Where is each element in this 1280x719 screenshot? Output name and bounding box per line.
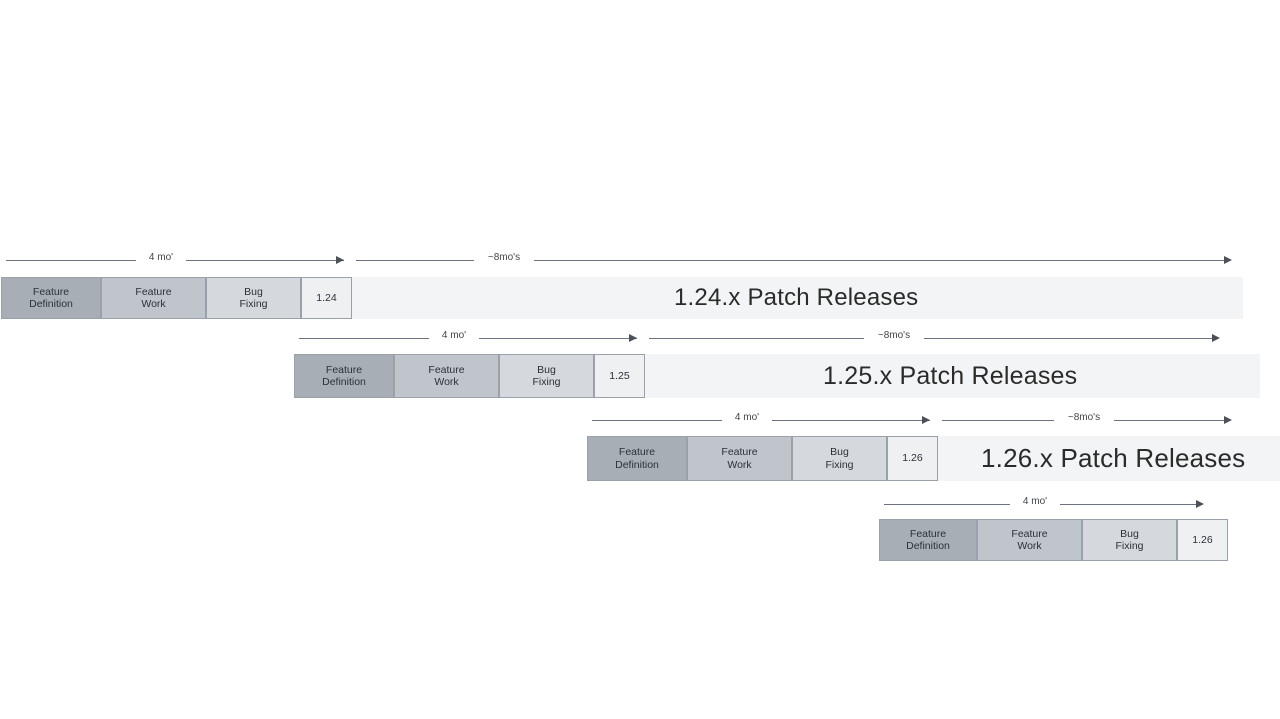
dev-duration-label-1-24: 4 mo' [148, 252, 174, 263]
dev-duration-arrow-1-25: 4 mo' [299, 328, 645, 350]
phase-label-line2: Fixing [1115, 540, 1144, 552]
dev-duration-label-1-26-next: 4 mo' [1022, 496, 1048, 507]
dev-duration-label-1-26: 4 mo' [734, 412, 760, 423]
dev-duration-arrow-1-24: 4 mo' [6, 250, 352, 272]
phase-row-1-26: Feature Definition Feature Work Bug Fixi… [587, 436, 938, 481]
phase-feature-work-1-26[interactable]: Feature Work [687, 436, 792, 481]
phase-feature-work-1-25[interactable]: Feature Work [394, 354, 499, 398]
version-box-1-24[interactable]: 1.24 [301, 277, 352, 319]
phase-label-line2: Definition [29, 298, 73, 310]
phase-label-line1: Feature [618, 446, 656, 458]
phase-label-line1: Feature [325, 363, 363, 376]
phase-label-line1: Bug [537, 363, 556, 376]
phase-label-line1: Feature [135, 285, 172, 298]
patch-band-1-26: 1.26.x Patch Releases [937, 436, 1280, 481]
phase-label-line1: Bug [830, 446, 849, 458]
phase-label-line1: Feature [721, 446, 758, 458]
version-label: 1.26 [902, 452, 923, 465]
patch-duration-arrow-1-24: ~8mo's [356, 250, 1236, 272]
phase-label-line2: Fixing [239, 298, 268, 310]
phase-label-line2: Fixing [825, 458, 854, 471]
patch-band-label-1-25: 1.25.x Patch Releases [823, 361, 1078, 390]
phase-label-line2: Work [1017, 540, 1042, 552]
dev-duration-arrow-1-26-next: 4 mo' [884, 494, 1209, 516]
patch-band-label-1-24: 1.24.x Patch Releases [674, 284, 919, 311]
phase-row-1-26-next: Feature Definition Feature Work Bug Fixi… [879, 519, 1228, 561]
dev-duration-arrow-1-26: 4 mo' [592, 410, 938, 432]
patch-duration-label-1-24: ~8mo's [487, 252, 521, 263]
phase-bug-fixing-1-26[interactable]: Bug Fixing [792, 436, 887, 481]
phase-feature-work-1-26-next[interactable]: Feature Work [977, 519, 1082, 561]
phase-bug-fixing-1-26-next[interactable]: Bug Fixing [1082, 519, 1177, 561]
phase-feature-definition-1-24[interactable]: Feature Definition [1, 277, 101, 319]
phase-label-line2: Fixing [532, 376, 561, 388]
patch-band-1-25: 1.25.x Patch Releases [645, 354, 1260, 398]
phase-label-line1: Feature [428, 363, 465, 376]
version-box-1-26[interactable]: 1.26 [887, 436, 938, 481]
phase-feature-definition-1-25[interactable]: Feature Definition [294, 354, 394, 398]
phase-row-1-24: Feature Definition Feature Work Bug Fixi… [1, 277, 352, 319]
version-label: 1.25 [609, 369, 630, 382]
phase-feature-definition-1-26[interactable]: Feature Definition [587, 436, 687, 481]
dev-duration-label-1-25: 4 mo' [441, 330, 467, 341]
phase-label-line1: Bug [1120, 527, 1139, 540]
phase-label-line2: Work [727, 458, 752, 471]
patch-duration-label-1-25: ~8mo's [877, 330, 911, 341]
phase-bug-fixing-1-25[interactable]: Bug Fixing [499, 354, 594, 398]
phase-label-line1: Feature [909, 527, 947, 540]
version-label: 1.24 [316, 291, 337, 304]
phase-row-1-25: Feature Definition Feature Work Bug Fixi… [294, 354, 645, 398]
phase-bug-fixing-1-24[interactable]: Bug Fixing [206, 277, 301, 319]
phase-label-line1: Feature [1011, 527, 1048, 540]
version-label: 1.26 [1192, 533, 1213, 546]
phase-label-line2: Definition [615, 458, 659, 471]
patch-duration-label-1-26: ~8mo's [1067, 412, 1101, 423]
patch-duration-arrow-1-26: ~8mo's [942, 410, 1234, 432]
version-box-1-26-next[interactable]: 1.26 [1177, 519, 1228, 561]
phase-feature-work-1-24[interactable]: Feature Work [101, 277, 206, 319]
phase-label-line2: Work [434, 376, 459, 388]
phase-label-line2: Definition [906, 540, 950, 552]
phase-label-line1: Bug [244, 285, 263, 298]
patch-band-label-1-26: 1.26.x Patch Releases [981, 443, 1246, 473]
patch-band-1-24: 1.24.x Patch Releases [352, 277, 1243, 319]
patch-duration-arrow-1-25: ~8mo's [649, 328, 1234, 350]
phase-label-line2: Work [141, 298, 166, 310]
phase-feature-definition-1-26-next[interactable]: Feature Definition [879, 519, 977, 561]
phase-label-line1: Feature [32, 285, 70, 298]
phase-label-line2: Definition [322, 376, 366, 388]
version-box-1-25[interactable]: 1.25 [594, 354, 645, 398]
